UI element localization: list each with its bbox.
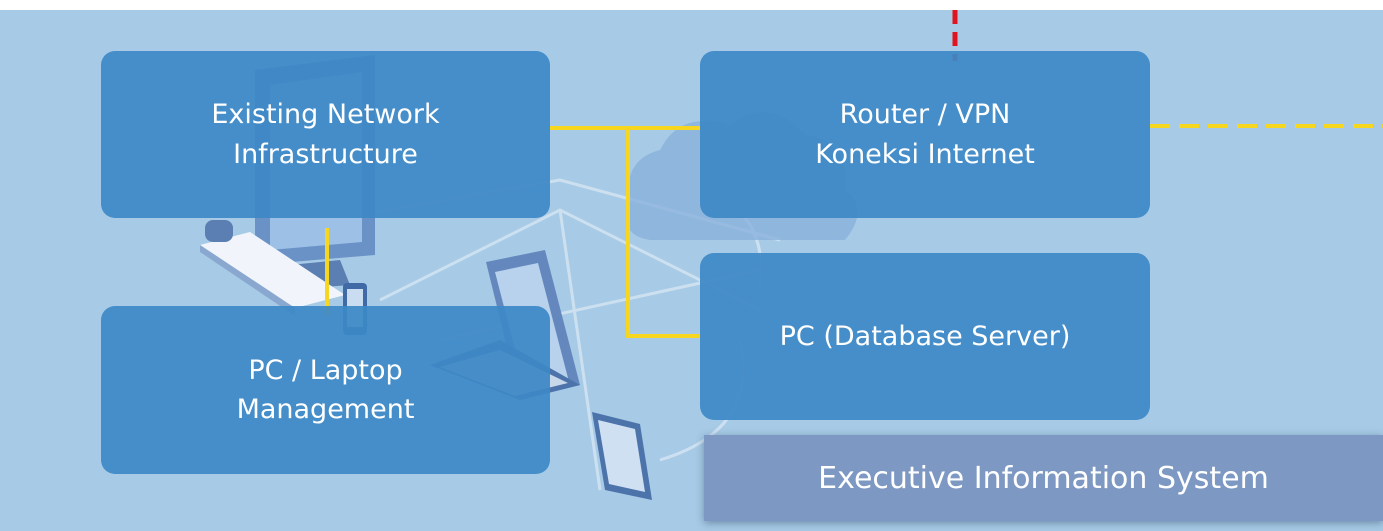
diagram-panel: Existing Network Infrastructure Router /… [0, 10, 1383, 531]
connector-router-database [626, 128, 700, 338]
existing-network-label-line2: Infrastructure [233, 138, 418, 170]
tablet-icon [592, 412, 652, 500]
existing-network-label-line1: Existing Network [211, 99, 440, 131]
router-vpn-label-line1: Router / VPN [839, 99, 1011, 131]
router-vpn-label-line2: Koneksi Internet [815, 138, 1035, 170]
pc-laptop-node: PC / Laptop Management [101, 306, 550, 474]
executive-information-system-label: Executive Information System [818, 460, 1269, 496]
connector-lines [325, 126, 700, 338]
database-server-label: PC (Database Server) [779, 320, 1071, 352]
router-vpn-node: Router / VPN Koneksi Internet [700, 51, 1150, 218]
database-server-node: PC (Database Server) [700, 253, 1150, 420]
keyboard-icon [200, 220, 345, 316]
pc-laptop-label-line1: PC / Laptop [248, 354, 403, 386]
existing-network-node: Existing Network Infrastructure [101, 51, 550, 218]
pc-laptop-label-line2: Management [236, 394, 415, 425]
executive-information-system-banner: Executive Information System [704, 435, 1383, 521]
